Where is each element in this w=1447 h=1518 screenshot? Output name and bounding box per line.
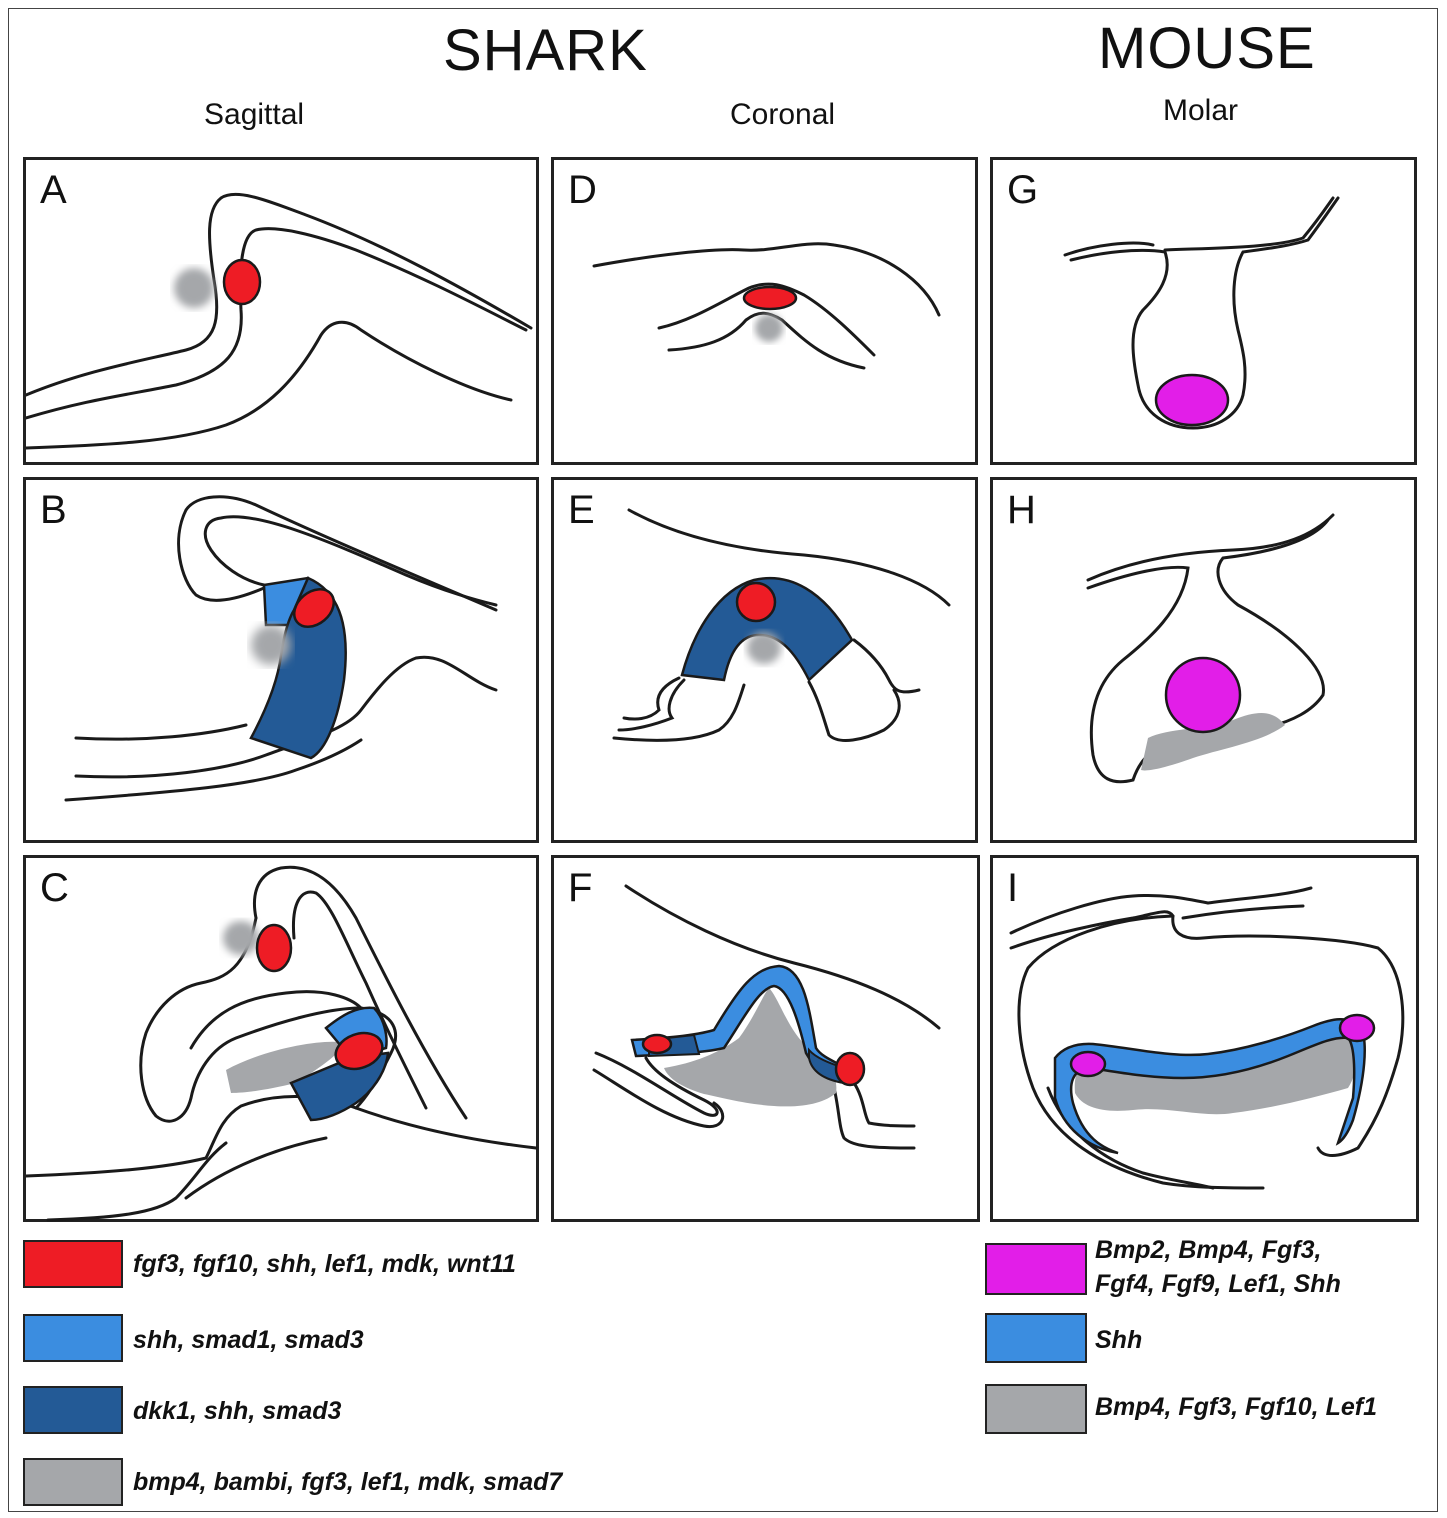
panel-b-label: B <box>40 490 67 530</box>
legend-swatch-mouse-gray <box>985 1384 1087 1434</box>
panel-a-red-spot <box>224 260 260 304</box>
panel-i-magenta-spot-right <box>1340 1015 1374 1041</box>
panel-d-drawing <box>554 160 981 468</box>
panel-h-drawing <box>993 480 1420 846</box>
legend-mouse-gray-genes: Bmp4, Fgf3, Fgf10, Lef1 <box>1095 1390 1377 1424</box>
legend-mouse-light-blue-genes: Shh <box>1095 1323 1142 1357</box>
subheading-molar: Molar <box>1163 96 1238 126</box>
panel-c-red-spot-top <box>257 925 291 971</box>
heading-mouse: MOUSE <box>1098 20 1316 78</box>
panel-f-drawing <box>554 858 983 1225</box>
legend-swatch-red <box>23 1240 123 1288</box>
panel-d-gray-spot <box>755 314 783 342</box>
panel-g-magenta-spot <box>1156 375 1228 425</box>
panel-i-label: I <box>1007 868 1018 908</box>
legend-mouse-magenta-genes-line1: Bmp2, Bmp4, Fgf3, <box>1095 1233 1321 1267</box>
panel-a-drawing <box>26 160 542 468</box>
panel-i: I <box>990 855 1419 1222</box>
panel-e-red-spot <box>737 583 775 621</box>
legend-shark-light-blue-genes: shh, smad1, smad3 <box>133 1323 364 1357</box>
panel-f: F <box>551 855 980 1222</box>
panel-f-red-spot-right <box>836 1053 864 1085</box>
legend-shark-dark-blue-genes: dkk1, shh, smad3 <box>133 1394 341 1428</box>
panel-a: A <box>23 157 539 465</box>
heading-shark: SHARK <box>443 22 648 80</box>
panel-c-gray-spot <box>223 921 259 955</box>
panel-i-magenta-spot-left <box>1071 1052 1105 1076</box>
panel-f-label: F <box>568 868 592 908</box>
subheading-sagittal: Sagittal <box>204 100 304 130</box>
legend-swatch-gray <box>23 1458 123 1506</box>
legend-swatch-light-blue <box>23 1314 123 1362</box>
panel-a-label: A <box>40 170 67 210</box>
panel-e-label: E <box>568 490 595 530</box>
panel-a-gray-spot <box>174 268 214 308</box>
panel-h-magenta-spot <box>1166 658 1240 732</box>
panel-h-label: H <box>1007 490 1036 530</box>
panel-b: B <box>23 477 539 843</box>
legend-shark-red-genes: fgf3, fgf10, shh, lef1, mdk, wnt11 <box>133 1247 516 1281</box>
panel-g-label: G <box>1007 170 1038 210</box>
subheading-coronal: Coronal <box>730 100 835 130</box>
panel-c-drawing <box>26 858 542 1225</box>
legend-swatch-mouse-light-blue <box>985 1313 1087 1363</box>
panel-e-drawing <box>554 480 981 846</box>
panel-h: H <box>990 477 1417 843</box>
panel-d: D <box>551 157 978 465</box>
legend-swatch-magenta <box>985 1243 1087 1295</box>
panel-c-label: C <box>40 868 69 908</box>
panel-b-drawing <box>26 480 542 846</box>
panel-g-drawing <box>993 160 1420 468</box>
panel-e-gray-spot <box>747 632 781 664</box>
legend-shark-gray-genes: bmp4, bambi, fgf3, lef1, mdk, smad7 <box>133 1465 562 1499</box>
panel-d-label: D <box>568 170 597 210</box>
panel-g: G <box>990 157 1417 465</box>
panel-f-red-spot-left <box>643 1035 671 1053</box>
panel-i-drawing <box>993 858 1422 1225</box>
panel-b-gray-spot <box>251 625 291 665</box>
panel-e: E <box>551 477 978 843</box>
panel-c: C <box>23 855 539 1222</box>
legend-mouse-magenta-genes-line2: Fgf4, Fgf9, Lef1, Shh <box>1095 1267 1341 1301</box>
legend-swatch-dark-blue <box>23 1386 123 1434</box>
panel-d-red-spot <box>744 287 796 309</box>
